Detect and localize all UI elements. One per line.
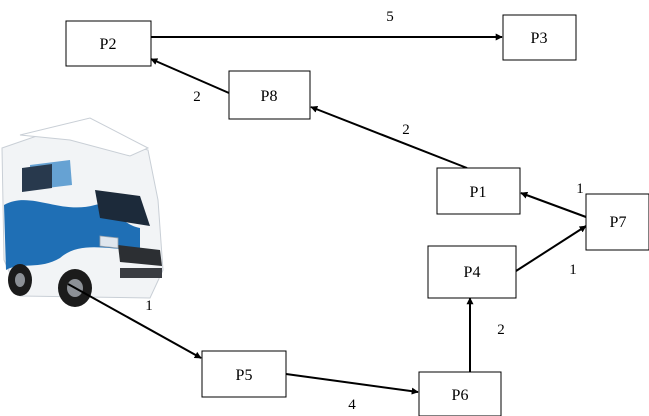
node-p4-label: P4 [464,264,481,281]
edge-p5-p6 [285,373,419,395]
node-p3: P3 [502,14,577,61]
node-p2-label: P2 [100,36,117,53]
edge-p4-p7 [515,225,587,272]
edge-label-p2-p3: 5 [386,9,394,25]
node-p8-label: P8 [261,88,278,105]
node-p3-label: P3 [531,30,548,47]
edge-p1-p8 [310,106,468,169]
edge-p8-p2 [150,58,230,94]
campervan-image [1,117,164,307]
node-p4: P4 [427,245,517,299]
edge-label-p7-p1: 1 [576,181,584,197]
edge-label-p1-p8: 2 [402,122,410,138]
node-p5-label: P5 [236,367,253,384]
edge-label-p5-p6: 4 [348,397,356,413]
node-p1-label: P1 [470,184,487,201]
node-p8: P8 [228,70,311,120]
edge-label-p6-p4: 2 [497,322,505,338]
node-p7: P7 [585,193,649,251]
node-p2: P2 [65,20,152,67]
node-p6-label: P6 [452,387,469,404]
node-p7-label: P7 [610,214,627,231]
node-p5: P5 [201,350,287,398]
edge-van-p5 [67,283,202,359]
edge-label-p4-p7: 1 [569,262,577,278]
edge-label-van-p5: 1 [145,298,153,314]
node-p6: P6 [418,371,502,416]
edge-label-p8-p2: 2 [193,89,201,105]
node-p1: P1 [436,167,521,215]
edge-p7-p1 [520,191,587,218]
